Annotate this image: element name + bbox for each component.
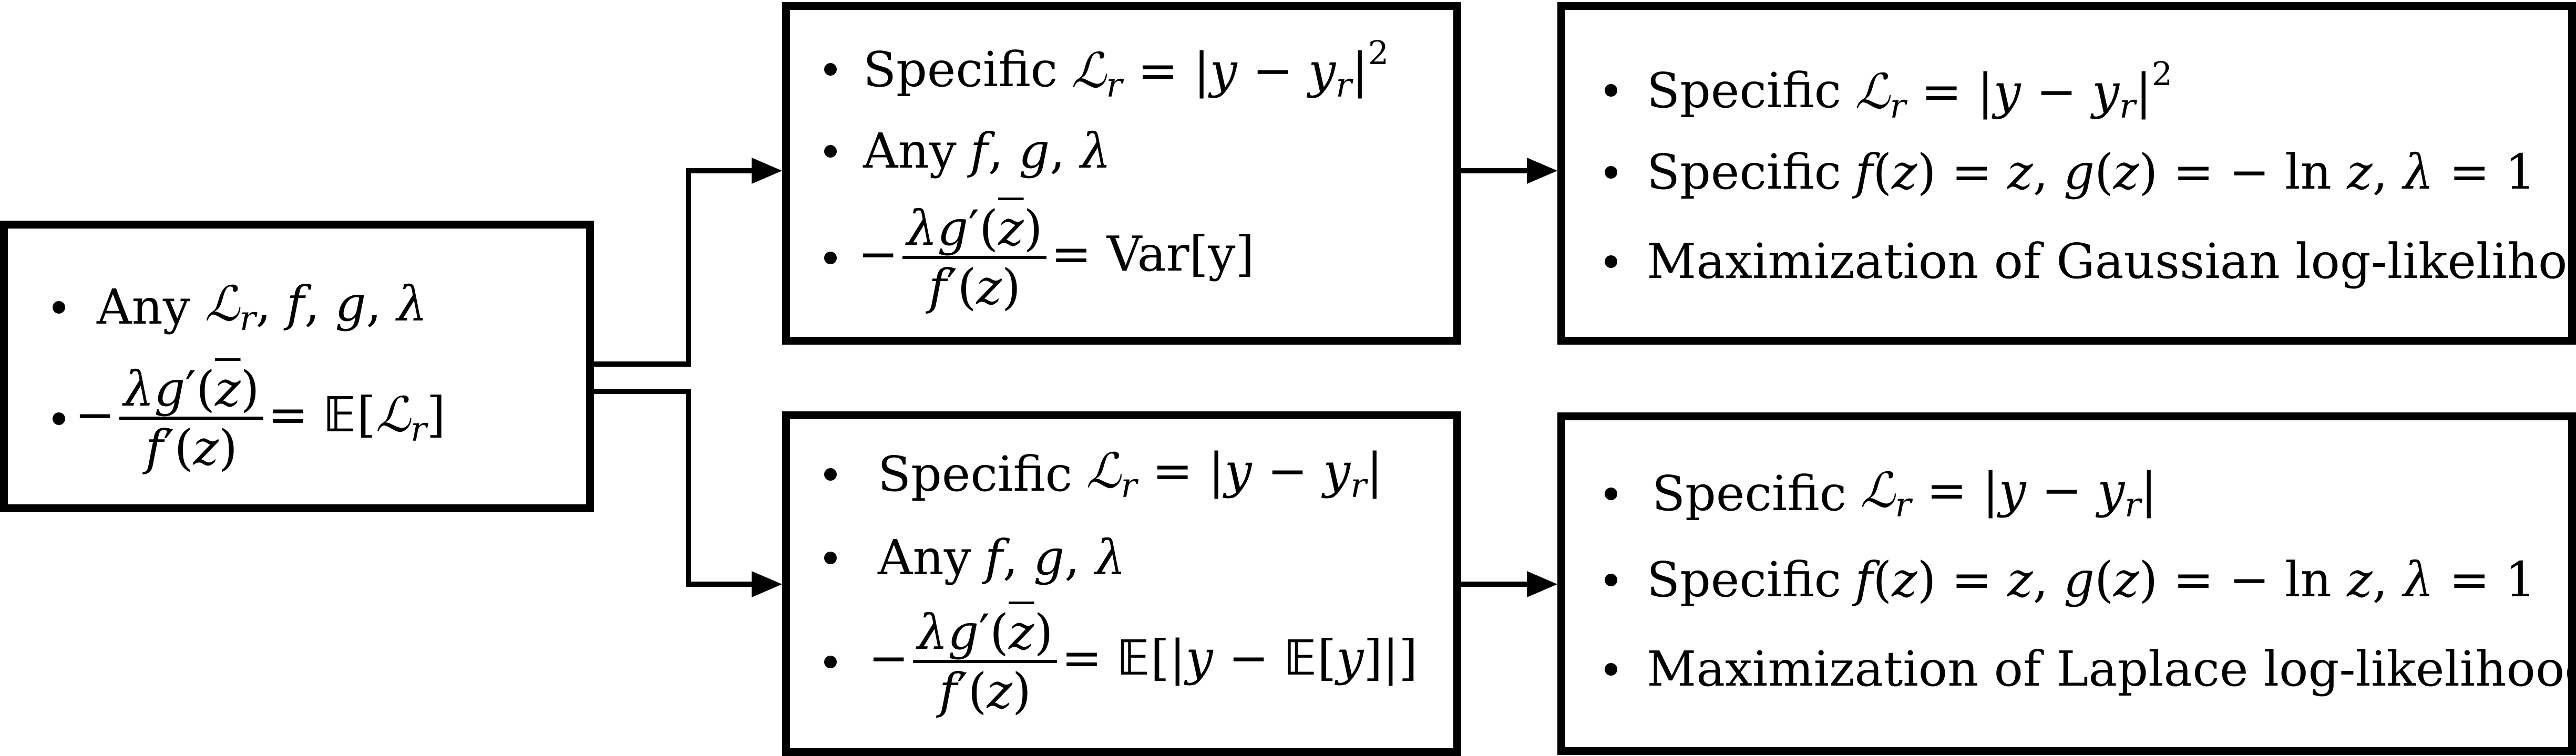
bullet-icon	[1605, 165, 1617, 179]
laplace-right-item1-prefix: Specific	[1652, 465, 1847, 522]
laplace-middle-item1-prefix: Specific	[878, 446, 1073, 502]
gaussian-middle-box: Specific ℒr = |y − yr|2 Any f, g, λ −λg′…	[782, 2, 1461, 345]
bullet-icon	[824, 468, 837, 481]
gaussian-middle-item-specific-loss: Specific ℒr = |y − yr|2	[824, 34, 1453, 105]
bullet-icon	[1605, 255, 1617, 268]
gaussian-middle-item-any: Any f, g, λ	[824, 123, 1453, 179]
bullet-icon	[824, 656, 837, 668]
bullet-icon	[824, 551, 837, 564]
laplace-middle-item-condition: −λg′(z)f′(z)= 𝔼[|y − 𝔼[y]|]	[824, 608, 1453, 716]
gaussian-right-item-specific-functions: Specific f(z) = z, g(z) = − ln z, λ = 1	[1605, 144, 2568, 200]
laplace-right-item-maximization: Maximization of Laplace log-likelihood	[1605, 641, 2576, 697]
gaussian-middle-item-condition: −λg′(z)f′(z)= Var[y]	[824, 204, 1453, 312]
laplace-right-item2-prefix: Specific	[1647, 552, 1842, 608]
root-item-condition-expr: −λg′(z)f′(z)= 𝔼[ℒr]	[75, 361, 446, 476]
bullet-icon	[1605, 662, 1617, 676]
gaussian-right-item2-expr: f(z) = z, g(z) = − ln z, λ = 1	[1855, 144, 2536, 200]
laplace-right-item-specific-loss: Specific ℒr = |y − yr|	[1605, 462, 2568, 525]
laplace-middle-item1-expr: ℒr = |y − yr|	[1086, 443, 1383, 505]
laplace-middle-item3-expr: −λg′(z)f′(z)= 𝔼[|y − 𝔼[y]|]	[868, 604, 1418, 719]
bullet-icon	[1605, 573, 1617, 586]
root-item-any-expr: ℒr, f, g, λ	[204, 276, 428, 338]
root-item-any: Any ℒr, f, g, λ	[53, 276, 586, 338]
gaussian-middle-item1-expr: ℒr = |y − yr|2	[1071, 34, 1389, 105]
gaussian-middle-item1-prefix: Specific	[863, 41, 1058, 98]
gaussian-right-item1-expr: ℒr = |y − yr|2	[1855, 55, 2173, 126]
laplace-right-box: Specific ℒr = |y − yr| Specific f(z) = z…	[1557, 412, 2576, 755]
gaussian-middle-item2-expr: f, g, λ	[970, 123, 1111, 179]
laplace-middle-item2-expr: f, g, λ	[984, 530, 1126, 586]
laplace-right-item2-expr: f(z) = z, g(z) = − ln z, λ = 1	[1855, 552, 2536, 608]
root-item-any-prefix: Any	[97, 279, 190, 335]
bullet-icon	[53, 301, 65, 314]
bullet-icon	[824, 252, 837, 264]
arrowhead-gaussian-middle	[752, 158, 782, 184]
gaussian-middle-item3-expr: −λg′(z)f′(z)= Var[y]	[858, 200, 1255, 315]
arrowhead-laplace-middle	[752, 571, 782, 597]
bullet-icon	[824, 63, 837, 76]
laplace-right-item1-expr: ℒr = |y − yr|	[1860, 462, 2157, 525]
laplace-middle-item2-prefix: Any	[878, 530, 971, 586]
laplace-middle-box: Specific ℒr = |y − yr| Any f, g, λ −λg′(…	[782, 411, 1461, 756]
laplace-right-item-specific-functions: Specific f(z) = z, g(z) = − ln z, λ = 1	[1605, 552, 2568, 608]
root-box: Any ℒr, f, g, λ −λg′(z)f′(z)= 𝔼[ℒr]	[0, 221, 594, 512]
laplace-middle-item-any: Any f, g, λ	[824, 530, 1453, 586]
gaussian-right-item3-text: Maximization of Gaussian log-likelihood	[1647, 233, 2576, 289]
bullet-icon	[53, 412, 65, 425]
root-item-condition: −λg′(z)f′(z)= 𝔼[ℒr]	[53, 365, 586, 472]
arrow-root-to-laplace-middle	[594, 389, 757, 587]
arrow-root-to-gaussian-middle	[594, 168, 757, 367]
bullet-icon	[1605, 84, 1617, 97]
bullet-icon	[1605, 487, 1617, 500]
arrowhead-laplace-right	[1527, 571, 1557, 597]
gaussian-right-item1-prefix: Specific	[1647, 62, 1842, 119]
gaussian-right-item-maximization: Maximization of Gaussian log-likelihood	[1605, 233, 2576, 289]
gaussian-right-item-specific-loss: Specific ℒr = |y − yr|2	[1605, 55, 2568, 126]
arrowhead-gaussian-right	[1527, 158, 1557, 184]
gaussian-right-box: Specific ℒr = |y − yr|2 Specific f(z) = …	[1557, 2, 2576, 345]
gaussian-middle-item2-prefix: Any	[863, 123, 957, 179]
gaussian-right-item2-prefix: Specific	[1647, 144, 1842, 200]
laplace-right-item3-text: Maximization of Laplace log-likelihood	[1647, 641, 2576, 697]
laplace-middle-item-specific-loss: Specific ℒr = |y − yr|	[824, 443, 1453, 505]
bullet-icon	[824, 144, 837, 158]
gaussian-middle-item3-rhs: Var[y]	[1106, 225, 1255, 282]
